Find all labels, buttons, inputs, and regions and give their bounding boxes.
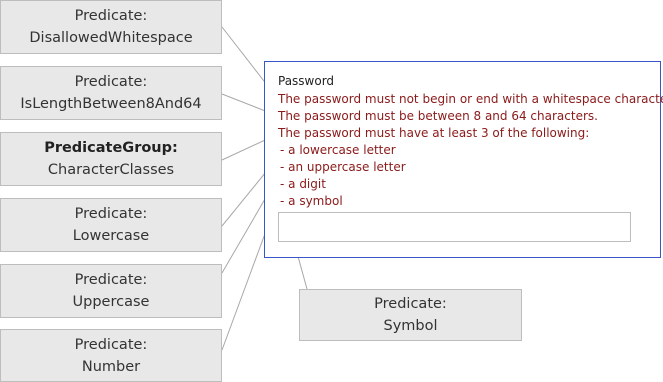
predicate-group-box-character-classes: PredicateGroup: CharacterClasses bbox=[0, 132, 222, 186]
predicate-name: DisallowedWhitespace bbox=[29, 30, 193, 46]
message-lowercase: - a lowercase letter bbox=[280, 143, 396, 157]
predicate-name: Uppercase bbox=[72, 294, 150, 310]
predicate-group-name: CharacterClasses bbox=[47, 162, 175, 178]
predicate-kind-label: Predicate: bbox=[74, 206, 148, 222]
predicate-name: IsLengthBetween8And64 bbox=[20, 96, 202, 112]
predicate-box-uppercase: Predicate: Uppercase bbox=[0, 264, 222, 318]
message-uppercase: - an uppercase letter bbox=[280, 160, 406, 174]
predicate-box-symbol: Predicate: Symbol bbox=[299, 289, 522, 341]
predicate-name: Symbol bbox=[383, 318, 438, 334]
predicate-kind-label: Predicate: bbox=[74, 272, 148, 288]
predicate-box-is-length-between: Predicate: IsLengthBetween8And64 bbox=[0, 66, 222, 120]
predicate-box-disallowed-whitespace: Predicate: DisallowedWhitespace bbox=[0, 0, 222, 54]
password-input[interactable] bbox=[278, 212, 631, 242]
predicate-box-number: Predicate: Number bbox=[0, 329, 222, 382]
message-whitespace: The password must not begin or end with … bbox=[278, 92, 663, 106]
predicate-kind-label: Predicate: bbox=[74, 336, 148, 353]
message-symbol: - a symbol bbox=[280, 194, 343, 208]
predicate-kind-label: Predicate: bbox=[74, 74, 148, 90]
predicate-kind-label: Predicate: bbox=[374, 296, 447, 312]
predicate-box-lowercase: Predicate: Lowercase bbox=[0, 198, 222, 252]
password-label: Password bbox=[278, 74, 335, 88]
predicate-name: Lowercase bbox=[72, 228, 150, 244]
message-character-classes: The password must have at least 3 of the… bbox=[278, 126, 590, 140]
predicate-name: Number bbox=[81, 358, 141, 375]
predicate-kind-label: Predicate: bbox=[74, 8, 148, 24]
predicate-group-kind-label: PredicateGroup: bbox=[44, 140, 178, 156]
password-form: Password The password must not begin or … bbox=[264, 61, 663, 258]
message-length: The password must be between 8 and 64 ch… bbox=[278, 109, 598, 123]
message-digit: - a digit bbox=[280, 177, 326, 191]
